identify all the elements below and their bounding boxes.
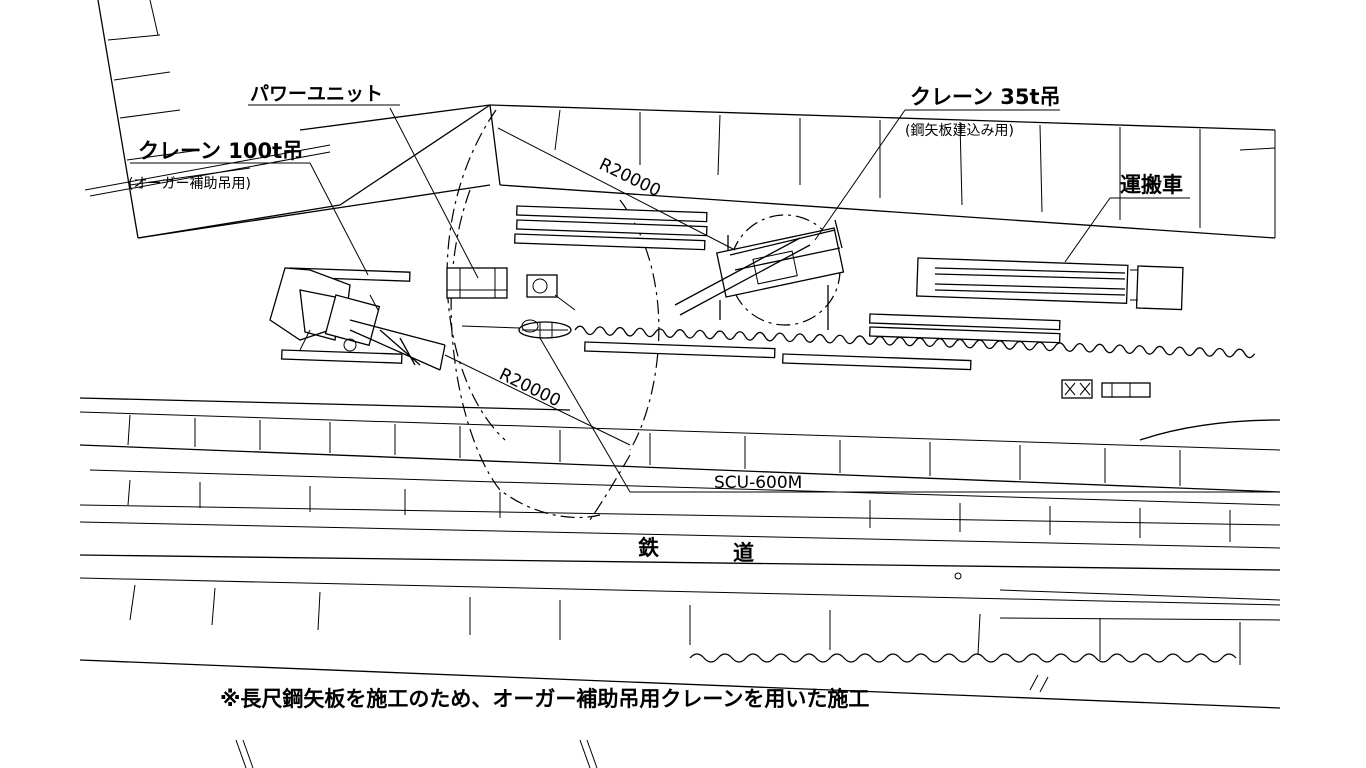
crane-35t	[674, 214, 845, 330]
small-equipment-right	[1061, 379, 1151, 399]
scu-600m-machine	[518, 319, 572, 339]
label-transport-vehicle: 運搬車	[1120, 173, 1183, 197]
crane-100t	[269, 267, 446, 371]
road-upper-edge	[299, 104, 1276, 239]
road-top-left	[84, 0, 491, 239]
label-power-unit: パワーユニット	[250, 83, 383, 105]
railway-ties	[127, 414, 1241, 665]
label-crane-100t: クレーン 100t吊	[138, 139, 303, 163]
label-radius-lower: R20000	[496, 365, 564, 412]
railway-lines	[79, 397, 1281, 709]
label-crane-100t-purpose: (オーガー補助吊用)	[128, 176, 251, 192]
text-labels: パワーユニット クレーン 35t吊 (鋼矢板建込み用) クレーン 100t吊 (…	[128, 83, 1183, 711]
label-crane-35t-purpose: (鋼矢板建込み用)	[905, 123, 1014, 139]
label-crane-35t: クレーン 35t吊	[910, 85, 1061, 109]
power-unit	[446, 267, 576, 311]
note-text: ※長尺鋼矢板を施工のため、オーガー補助吊用クレーンを用いた施工	[220, 687, 869, 711]
sheet-pile-wall-line	[574, 325, 1256, 359]
transport-vehicle	[916, 257, 1184, 311]
leader-lines	[130, 104, 1280, 493]
wavy-boundary	[689, 572, 1237, 693]
label-railway-1: 鉄	[638, 536, 659, 560]
bottom-hatches	[235, 739, 598, 768]
label-machine: SCU-600M	[714, 473, 802, 493]
label-railway-2: 道	[733, 541, 754, 565]
